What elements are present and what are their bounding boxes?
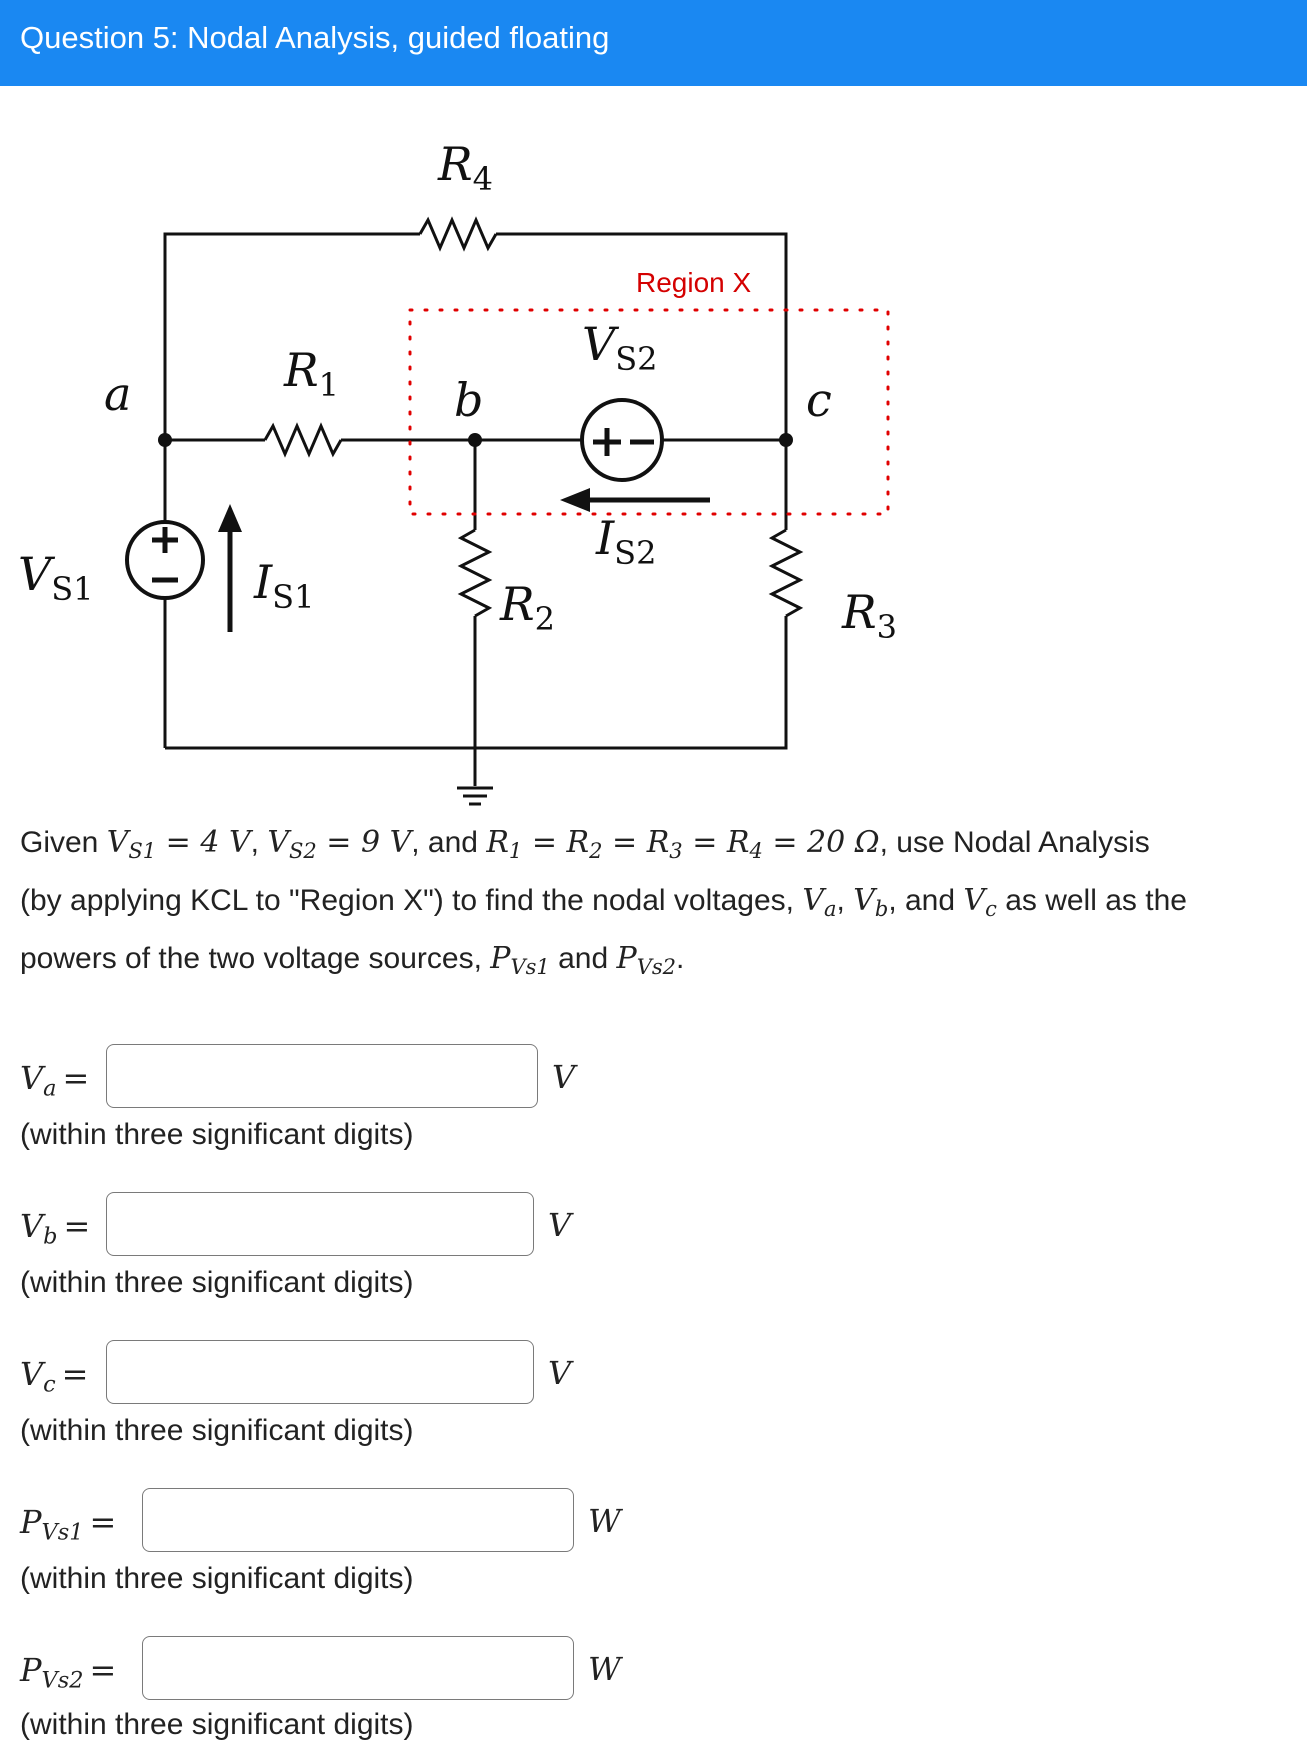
wire-bottom [165, 640, 788, 750]
pvs2-hint: (within three significant digits) [20, 1708, 414, 1741]
circuit-diagram: Region X R4 R1 R2 R3 VS1 VS2 IS1 IS2 a b… [18, 137, 897, 806]
va-input[interactable] [106, 1044, 538, 1108]
region-x-boundary [408, 308, 890, 516]
vs2-label: VS2 [582, 317, 658, 378]
node-a-label: a [104, 367, 131, 421]
answer-symbol: V [20, 1059, 44, 1097]
is1-label: IS1 [253, 555, 314, 616]
resistor-r4-symbol [418, 216, 498, 252]
wire-top-left [163, 232, 420, 440]
pvs2-input[interactable] [142, 1636, 574, 1700]
problem-line-2: (by applying KCL to "Region X") to find … [20, 882, 1187, 921]
vs1-label: VS1 [18, 547, 94, 608]
node-b-dot [468, 433, 482, 447]
is2-label: IS2 [595, 511, 656, 572]
pvs1-hint: (within three significant digits) [20, 1562, 414, 1595]
current-arrow-is2 [560, 488, 710, 512]
pvs1-unit: W [588, 1502, 621, 1540]
problem-statement: Given VS1 = 4 V, VS2 = 9 V, and R1 = R2 … [20, 818, 1290, 992]
pvs1-input[interactable] [142, 1488, 574, 1552]
va-hint: (within three significant digits) [20, 1118, 414, 1151]
ground-icon [457, 786, 493, 806]
question-header: Question 5: Nodal Analysis, guided float… [0, 0, 1307, 86]
r1-label: R1 [283, 343, 339, 404]
r4-label: R4 [437, 137, 493, 198]
resistor-r1-symbol [263, 422, 343, 458]
resistor-r3-symbol [768, 528, 804, 618]
node-c-label: c [806, 373, 832, 427]
vc-unit: V [548, 1354, 572, 1392]
region-x-label: Region X [636, 267, 752, 298]
vc-hint: (within three significant digits) [20, 1414, 414, 1447]
wire-top-right [496, 232, 788, 442]
current-arrow-is1 [218, 504, 242, 632]
problem-line-1: Given VS1 = 4 V, VS2 = 9 V, and R1 = R2 … [20, 825, 1150, 863]
vc-input[interactable] [106, 1340, 534, 1404]
region-x-label-bg [628, 260, 762, 300]
node-b-label: b [454, 373, 483, 427]
node-a-dot [158, 433, 172, 447]
r2-label: R2 [499, 577, 555, 638]
r3-label: R3 [841, 585, 897, 646]
resistor-r2-symbol [457, 528, 493, 618]
vb-unit: V [548, 1206, 572, 1244]
question-title: Question 5: Nodal Analysis, guided float… [20, 20, 610, 55]
voltage-source-vs1 [125, 520, 205, 600]
problem-line-3: powers of the two voltage sources, PVs1 … [20, 940, 685, 979]
va-unit: V [552, 1058, 576, 1096]
node-c-dot [779, 433, 793, 447]
vb-input[interactable] [106, 1192, 534, 1256]
voltage-source-vs2 [580, 398, 664, 482]
vb-hint: (within three significant digits) [20, 1266, 414, 1299]
pvs2-unit: W [588, 1650, 621, 1688]
